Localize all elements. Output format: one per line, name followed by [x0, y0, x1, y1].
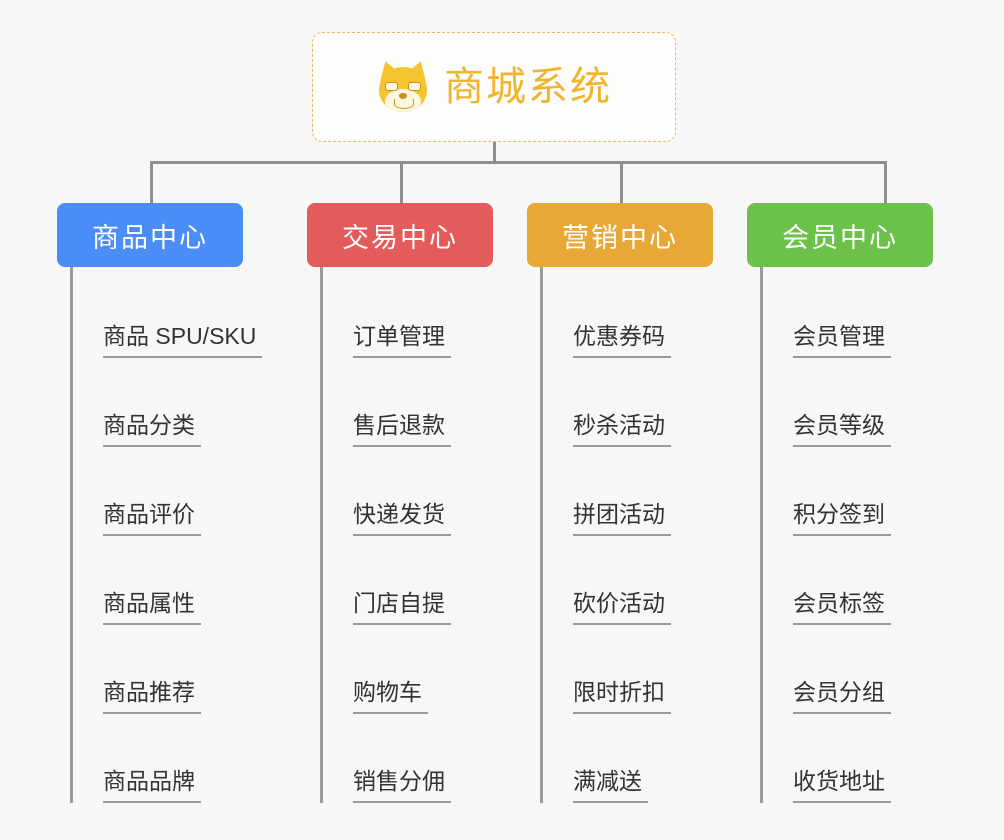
leaf-item[interactable]: 门店自提 [323, 536, 493, 625]
connector-root-stem [493, 142, 496, 163]
leaf-item[interactable]: 商品 SPU/SKU [73, 269, 263, 358]
leaf-item[interactable]: 会员标签 [763, 536, 933, 625]
column-header-label: 营销中心 [562, 222, 678, 253]
leaf-item-label: 购物车 [353, 679, 428, 714]
column-items-member-center: 会员管理会员等级积分签到会员标签会员分组收货地址 [760, 267, 933, 803]
connector-drop-trade-center [400, 161, 403, 203]
leaf-item-label: 订单管理 [353, 323, 451, 358]
leaf-item-label: 商品属性 [103, 590, 201, 625]
leaf-item[interactable]: 购物车 [323, 625, 493, 714]
connector-drop-member-center [884, 161, 887, 203]
leaf-item-label: 销售分佣 [353, 768, 451, 803]
column-product-center: 商品中心商品 SPU/SKU 商品分类商品评价商品属性商品推荐商品品牌 [57, 203, 263, 803]
leaf-item-label: 会员分组 [793, 679, 891, 714]
leaf-item-label: 商品品牌 [103, 768, 201, 803]
leaf-item[interactable]: 拼团活动 [543, 447, 713, 536]
column-items-trade-center: 订单管理售后退款快递发货门店自提购物车销售分佣 [320, 267, 493, 803]
leaf-item[interactable]: 售后退款 [323, 358, 493, 447]
shiba-head-icon [379, 67, 427, 112]
leaf-item[interactable]: 优惠券码 [543, 269, 713, 358]
leaf-item[interactable]: 收货地址 [763, 714, 933, 803]
column-member-center: 会员中心会员管理会员等级积分签到会员标签会员分组收货地址 [747, 203, 933, 803]
connector-drop-marketing-center [620, 161, 623, 203]
column-header-label: 会员中心 [782, 222, 898, 253]
leaf-item[interactable]: 商品属性 [73, 536, 243, 625]
leaf-item-label: 售后退款 [353, 412, 451, 447]
leaf-item[interactable]: 积分签到 [763, 447, 933, 536]
leaf-item-label: 快递发货 [353, 501, 451, 536]
leaf-item-label: 商品评价 [103, 501, 201, 536]
leaf-item-label: 收货地址 [793, 768, 891, 803]
leaf-item-label: 秒杀活动 [573, 412, 671, 447]
shiba-dog-icon [374, 58, 432, 114]
leaf-item-label: 限时折扣 [573, 679, 671, 714]
leaf-item-label: 商品分类 [103, 412, 201, 447]
leaf-item[interactable]: 商品评价 [73, 447, 243, 536]
column-header-product-center[interactable]: 商品中心 [57, 203, 243, 267]
leaf-item[interactable]: 商品分类 [73, 358, 243, 447]
leaf-item[interactable]: 限时折扣 [543, 625, 713, 714]
column-trade-center: 交易中心订单管理售后退款快递发货门店自提购物车销售分佣 [307, 203, 493, 803]
leaf-item[interactable]: 满减送 [543, 714, 713, 803]
leaf-item[interactable]: 会员分组 [763, 625, 933, 714]
shiba-eye-left-icon [385, 82, 398, 91]
column-header-trade-center[interactable]: 交易中心 [307, 203, 493, 267]
leaf-item[interactable]: 会员等级 [763, 358, 933, 447]
leaf-item[interactable]: 会员管理 [763, 269, 933, 358]
leaf-item[interactable]: 秒杀活动 [543, 358, 713, 447]
leaf-item-label: 砍价活动 [573, 590, 671, 625]
root-node[interactable]: 商城系统 [312, 32, 676, 142]
column-items-product-center: 商品 SPU/SKU 商品分类商品评价商品属性商品推荐商品品牌 [70, 267, 263, 803]
leaf-item-label: 满减送 [573, 768, 648, 803]
column-header-member-center[interactable]: 会员中心 [747, 203, 933, 267]
connector-drop-product-center [150, 161, 153, 203]
column-marketing-center: 营销中心优惠券码秒杀活动拼团活动砍价活动限时折扣满减送 [527, 203, 713, 803]
leaf-item[interactable]: 商品推荐 [73, 625, 243, 714]
column-header-label: 商品中心 [92, 222, 208, 253]
leaf-item[interactable]: 销售分佣 [323, 714, 493, 803]
shiba-nose-icon [399, 93, 407, 99]
shiba-mouth-icon [394, 99, 414, 109]
column-header-marketing-center[interactable]: 营销中心 [527, 203, 713, 267]
column-items-marketing-center: 优惠券码秒杀活动拼团活动砍价活动限时折扣满减送 [540, 267, 713, 803]
leaf-item-label: 拼团活动 [573, 501, 671, 536]
leaf-item[interactable]: 订单管理 [323, 269, 493, 358]
leaf-item[interactable]: 商品品牌 [73, 714, 243, 803]
connector-horizontal-bus [150, 161, 886, 164]
leaf-item[interactable]: 砍价活动 [543, 536, 713, 625]
leaf-item[interactable]: 快递发货 [323, 447, 493, 536]
leaf-item-label: 门店自提 [353, 590, 451, 625]
leaf-item-label: 积分签到 [793, 501, 891, 536]
column-header-label: 交易中心 [342, 222, 458, 253]
leaf-item-label: 优惠券码 [573, 323, 671, 358]
shiba-eye-right-icon [408, 82, 421, 91]
leaf-item-label: 会员标签 [793, 590, 891, 625]
leaf-item-label: 会员等级 [793, 412, 891, 447]
root-title: 商城系统 [444, 65, 612, 109]
leaf-item-label: 会员管理 [793, 323, 891, 358]
leaf-item-label: 商品 SPU/SKU [103, 323, 263, 358]
leaf-item-label: 商品推荐 [103, 679, 201, 714]
